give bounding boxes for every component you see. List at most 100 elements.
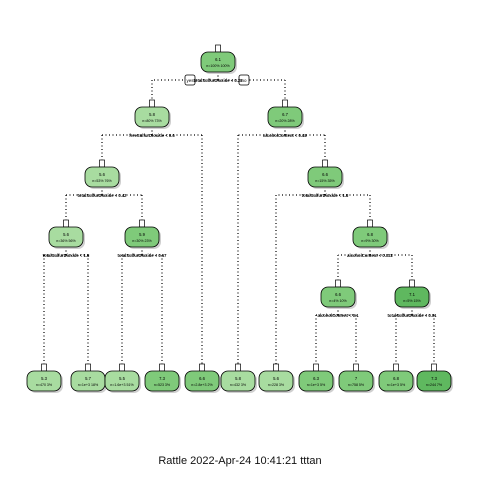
tree-edge [101, 187, 143, 221]
tree-node-n6: 5.6 n=36% 56% totalSulfurDioxide < 1.8 [43, 219, 90, 258]
node-stats: n=1e+3 18% [78, 383, 99, 387]
tree-node-n2: 5.8n=80% 73%freeSulfurDioxide < 0.6 [129, 99, 175, 138]
tree-node-l9: 7n=758 5% [338, 363, 375, 393]
node-split-rule: totalSulfurDioxide < 0.01 [388, 313, 438, 318]
node-stats: n=758 5% [348, 383, 365, 387]
branch-yes-box [184, 74, 196, 86]
node-stats: n=20% 28% [275, 119, 295, 123]
node-value: 5.9 [139, 232, 145, 237]
node-box [298, 370, 334, 392]
node-box [134, 106, 170, 128]
tree-edge [275, 187, 326, 365]
tree-node-n3: 6.7n=20% 28%alcoholContent < 0.48 [263, 99, 307, 138]
node-index-tab [199, 363, 205, 372]
node-index-tab [149, 99, 155, 108]
node-stats: n=1e+3 5% [307, 383, 326, 387]
node-value: 6.3 [313, 376, 319, 381]
tree-node-n9: 6.6n=4% 10%alcoholContent < 0.1 [317, 279, 359, 318]
node-box [144, 370, 180, 392]
branch-yes-text: yes [186, 78, 194, 83]
tree-node-n10: 7.1 n=5% 15% totalSulfurDioxide < 0.01 [388, 279, 438, 318]
node-split-rule: totalSulfurDioxide < 1.8 [43, 253, 90, 258]
node-split-rule: totalSulfurDioxide < 0.57 [118, 253, 168, 258]
node-index-tab [367, 219, 373, 228]
node-stats: n=523 3% [154, 383, 171, 387]
node-index-tab [282, 99, 288, 108]
node-value: 5.3 [41, 376, 47, 381]
node-value: 7.3 [159, 376, 165, 381]
tree-node-l2: 5.7 n=1e+3 18% [70, 363, 107, 393]
node-stats: n=36% 56% [56, 239, 76, 243]
node-index-tab [139, 219, 145, 228]
node-value: 6.6 [335, 292, 341, 297]
node-value: 5.6 [63, 232, 69, 237]
node-stats: n=5% 15% [403, 299, 421, 303]
node-box [307, 166, 343, 188]
tree-edge [324, 187, 371, 221]
node-box [220, 370, 256, 392]
node-split-rule: alcoholContent < 0.022 [347, 253, 393, 258]
plot-caption: Rattle 2022-Apr-24 10:41:21 tttan [158, 455, 322, 467]
tree-edge [337, 307, 357, 365]
node-split-rule: totalSulfurDioxide < 0.42 [78, 193, 128, 198]
node-index-tab [431, 363, 437, 372]
node-box [26, 370, 62, 392]
node-value: 5.8 [235, 376, 241, 381]
tree-edge [284, 127, 326, 161]
node-split-rule: totalSulfurDioxide < 0.28 [194, 78, 244, 83]
tree-node-l10: 6.8 n=1e+3 5% [378, 363, 415, 393]
node-index-tab [63, 219, 69, 228]
node-value: 6.1 [215, 57, 221, 62]
node-value: 6.6 [199, 376, 205, 381]
tree-edge [217, 72, 286, 101]
tree-node-l1: 5.3 n=470 3% [26, 363, 63, 393]
node-box [416, 370, 452, 392]
tree-edge [43, 247, 67, 365]
node-index-tab [41, 363, 47, 372]
node-box [48, 226, 84, 248]
node-value: 6.6 [322, 172, 328, 177]
node-stats: n=15% 35% [315, 179, 335, 183]
node-stats: n=1e+3 5% [387, 383, 406, 387]
node-box [338, 370, 374, 392]
tree-edge [121, 247, 143, 365]
node-stats: n=470 3% [36, 383, 53, 387]
tree-node-n7: 5.9n=30% 23%totalSulfurDioxide < 0.57 [118, 219, 168, 258]
node-box [84, 166, 120, 188]
tree-edge [151, 127, 203, 365]
branch-no-label: no [238, 74, 250, 86]
node-index-tab [322, 159, 328, 168]
node-value: 6.8 [393, 376, 399, 381]
tree-edge [65, 247, 89, 365]
tree-edge [369, 247, 413, 281]
tree-node-l7: 5.6n=228 3% [258, 363, 295, 393]
tree-edge [237, 127, 286, 365]
node-split-rule: freeSulfurDioxide < 0.6 [129, 133, 175, 138]
node-index-tab [159, 363, 165, 372]
branch-no-box [238, 74, 250, 86]
tree-node-l5: 6.6n=2.8e+3 2% [184, 363, 221, 393]
node-index-tab [215, 44, 221, 53]
node-box [200, 51, 236, 73]
node-box [352, 226, 388, 248]
node-box [267, 106, 303, 128]
node-value: 7.1 [409, 292, 415, 297]
node-value: 5.7 [85, 376, 91, 381]
node-box [184, 370, 220, 392]
node-index-tab [99, 159, 105, 168]
node-stats: n=1.6e+3 51% [110, 383, 134, 387]
node-box [258, 370, 294, 392]
tree-node-l6: 5.8n=432 3% [220, 363, 257, 393]
tree-node-l3: 5.5 n=1.6e+3 51% [104, 363, 141, 393]
tree-edges [43, 72, 435, 365]
node-value: 5.8 [149, 112, 155, 117]
branch-no-text: no [241, 78, 247, 83]
node-index-tab [273, 363, 279, 372]
node-stats: n=244 7% [426, 383, 443, 387]
tree-edge [141, 247, 163, 365]
node-value: 5.5 [119, 376, 125, 381]
node-stats: n=9% 30% [361, 239, 379, 243]
branch-yes-label: yes [184, 74, 196, 86]
tree-node-l4: 7.3 n=523 3% [144, 363, 181, 393]
